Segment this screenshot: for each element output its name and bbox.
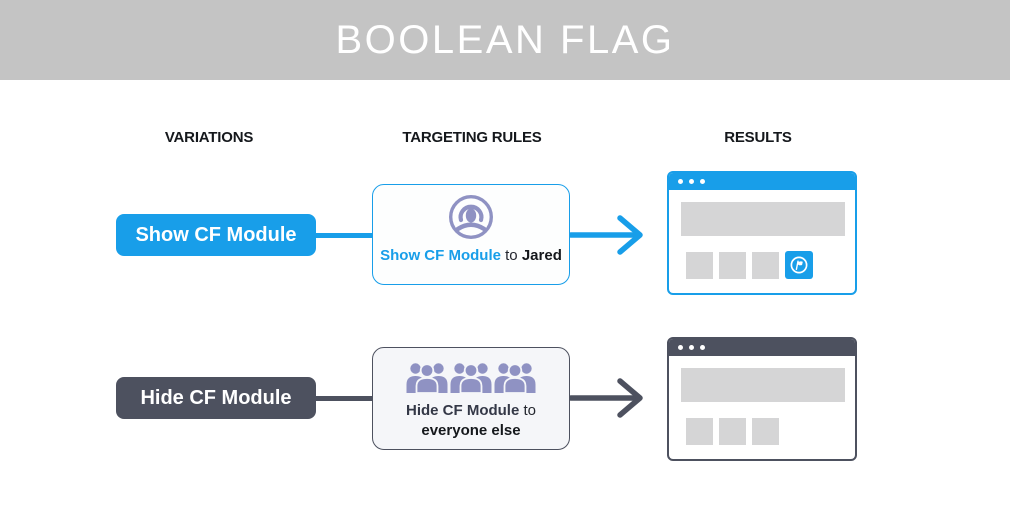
content-placeholder-block — [686, 252, 713, 279]
result-browser-window-hide — [667, 337, 857, 461]
flag-in-circle-icon — [790, 256, 808, 274]
window-dot — [689, 345, 694, 350]
window-dot — [689, 179, 694, 184]
rule-action: Hide CF Module — [405, 402, 520, 419]
window-dot — [700, 179, 705, 184]
window-dot — [678, 345, 683, 350]
content-placeholder-block — [719, 418, 746, 445]
crowd-icon — [406, 363, 536, 394]
browser-titlebar — [669, 173, 855, 190]
connector-line — [314, 233, 374, 238]
rule-target: Jared — [521, 247, 562, 264]
content-placeholder-block — [686, 418, 713, 445]
variation-pill-show-cf-module: Show CF Module — [116, 214, 316, 256]
window-dot — [678, 179, 683, 184]
column-header-variations: VARIATIONS — [164, 129, 254, 146]
cf-module-tile — [785, 251, 813, 279]
title-banner: BOOLEAN FLAG — [0, 0, 1010, 80]
window-dot — [700, 345, 705, 350]
column-header-results: RESULTS — [724, 129, 792, 146]
user-avatar-icon — [449, 195, 493, 239]
column-header-targeting-rules: TARGETING RULES — [402, 129, 542, 146]
browser-body — [669, 190, 855, 293]
rule-action: Show CF Module — [380, 247, 501, 264]
browser-titlebar — [669, 339, 855, 356]
arrow-right-icon — [570, 378, 643, 418]
variation-pill-label: Show CF Module — [135, 223, 297, 246]
page-title: BOOLEAN FLAG — [335, 17, 675, 62]
rule-target: everyone else — [421, 421, 521, 439]
rule-connector-word: to — [523, 402, 536, 419]
browser-body — [669, 356, 855, 459]
rule-text: Hide CF Module to everyone else — [406, 401, 536, 440]
rule-connector-word: to — [505, 247, 518, 264]
result-browser-window-show — [667, 171, 857, 295]
content-placeholder-block — [752, 252, 779, 279]
targeting-rule-card-hide: Hide CF Module to everyone else — [372, 347, 570, 450]
content-placeholder-block — [719, 252, 746, 279]
content-placeholder-banner — [681, 202, 845, 236]
variation-pill-label: Hide CF Module — [140, 386, 292, 409]
arrow-right-icon — [570, 215, 643, 255]
rule-text: Show CF Module to Jared — [380, 246, 562, 266]
content-placeholder-block — [752, 418, 779, 445]
content-placeholder-banner — [681, 368, 845, 402]
variation-pill-hide-cf-module: Hide CF Module — [116, 377, 316, 419]
connector-line — [314, 396, 374, 401]
targeting-rule-card-show: Show CF Module to Jared — [372, 184, 570, 285]
